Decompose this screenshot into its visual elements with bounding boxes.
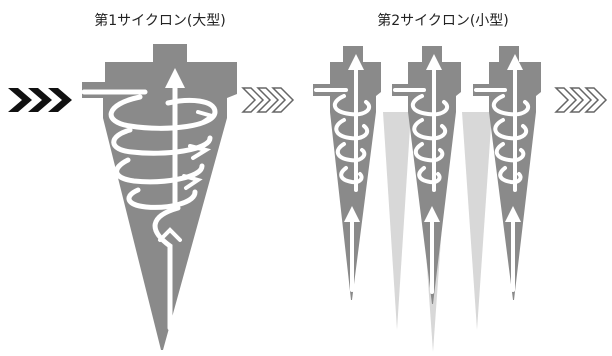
mid-arrows-icon — [241, 87, 295, 113]
inlet-arrows-icon — [8, 88, 72, 112]
small-cyclone-1 — [313, 46, 381, 300]
second-cyclone-label: 第2サイクロン(小型) — [377, 13, 509, 29]
large-cyclone — [81, 44, 237, 350]
first-cyclone-label: 第1サイクロン(大型) — [94, 13, 226, 29]
small-cyclone-2 — [392, 46, 461, 304]
small-cyclone-3 — [473, 46, 541, 300]
outlet-arrows-icon — [554, 87, 608, 113]
